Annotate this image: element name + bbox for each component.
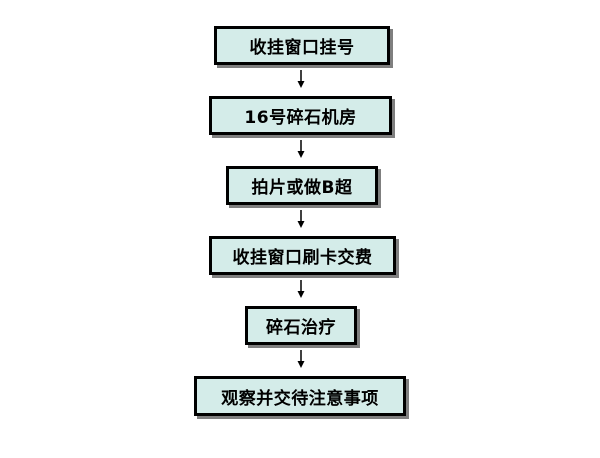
step-lithotripsy-room: 16号碎石机房 bbox=[209, 96, 392, 135]
down-arrow-icon bbox=[297, 140, 305, 158]
step-payment: 收挂窗口刷卡交费 bbox=[209, 236, 396, 275]
step-label: 拍片或做B超 bbox=[251, 178, 353, 198]
step-lithotripsy-treatment: 碎石治疗 bbox=[245, 306, 357, 345]
step-registration: 收挂窗口挂号 bbox=[214, 26, 390, 65]
step-label: 碎石治疗 bbox=[266, 318, 336, 338]
step-label: 16号碎石机房 bbox=[244, 108, 357, 128]
step-label: 收挂窗口刷卡交费 bbox=[232, 248, 373, 268]
down-arrow-icon bbox=[297, 70, 305, 88]
step-label: 观察并交待注意事项 bbox=[221, 388, 379, 409]
step-label: 收挂窗口挂号 bbox=[249, 38, 355, 58]
step-xray-or-ultrasound: 拍片或做B超 bbox=[226, 166, 378, 205]
down-arrow-icon bbox=[297, 210, 305, 228]
down-arrow-icon bbox=[297, 280, 305, 298]
down-arrow-icon bbox=[297, 350, 305, 368]
step-observation-instructions: 观察并交待注意事项 bbox=[194, 376, 406, 416]
